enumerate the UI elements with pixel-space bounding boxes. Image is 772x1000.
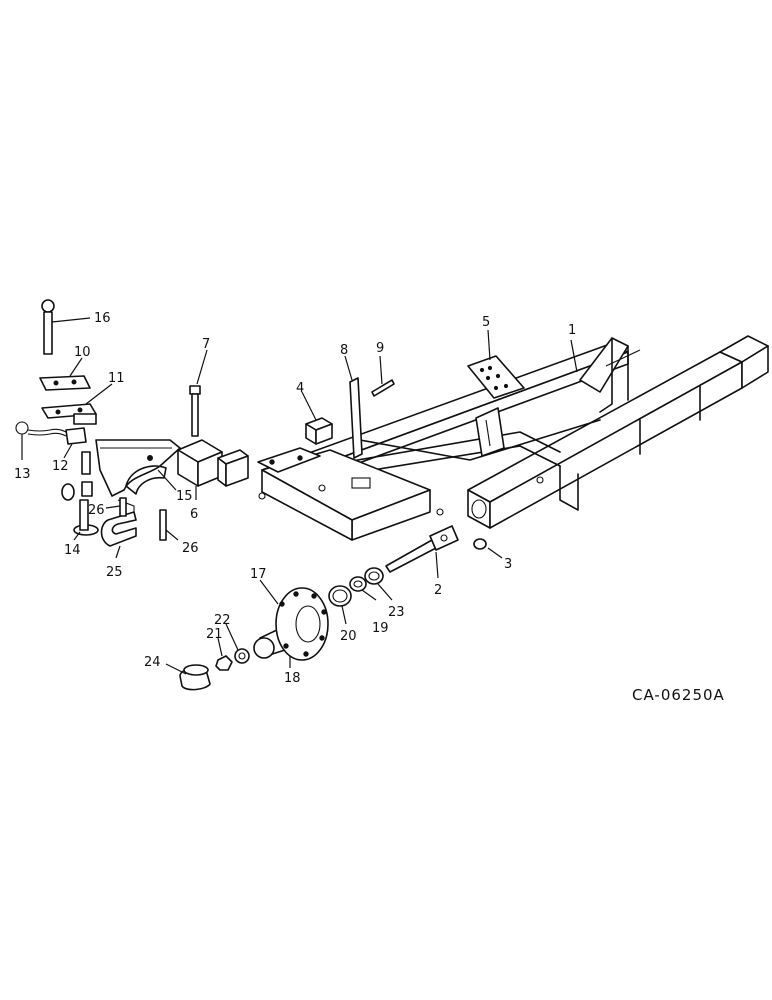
- stand-pin: [61, 451, 99, 536]
- wheel-hub: [253, 587, 329, 661]
- plate-10: [39, 375, 91, 391]
- mounting-plate: [467, 355, 525, 399]
- callout-1: 1: [568, 323, 576, 338]
- main-frame: [257, 335, 769, 541]
- callout-13: 13: [14, 467, 31, 482]
- bearing-19: [349, 576, 367, 592]
- spacer-blocks: [177, 439, 249, 487]
- leader-lines: [21, 317, 578, 675]
- block: [305, 417, 333, 445]
- callout-24: 24: [144, 655, 161, 670]
- cup-20: [328, 585, 352, 607]
- callout-18: 18: [284, 671, 301, 686]
- dust-cap: [179, 664, 211, 691]
- callout-26-upper: 26: [88, 503, 105, 518]
- callout-7: 7: [202, 337, 210, 352]
- callout-23: 23: [388, 605, 405, 620]
- bolt: [189, 385, 201, 437]
- callout-17: 17: [250, 567, 267, 582]
- callout-9: 9: [376, 341, 384, 356]
- callout-19: 19: [372, 621, 389, 636]
- callout-11: 11: [108, 371, 125, 386]
- seal-23: [364, 567, 384, 585]
- callout-21: 21: [206, 627, 223, 642]
- hitch-pin: [41, 299, 55, 355]
- callout-3: 3: [504, 557, 512, 572]
- callout-4: 4: [296, 381, 304, 396]
- washer-22: [234, 648, 250, 664]
- spindle: [385, 525, 459, 573]
- callout-16: 16: [94, 311, 111, 326]
- callout-8: 8: [340, 343, 348, 358]
- callout-5: 5: [482, 315, 490, 330]
- clevis: [95, 439, 181, 497]
- callout-6: 6: [190, 507, 198, 522]
- nut-3: [473, 538, 487, 550]
- callout-12: 12: [52, 459, 69, 474]
- callout-labels: 1 2 3 4 5 6 7 8 9 10 11 12 13 14 15 16 1…: [14, 311, 576, 686]
- safety-chain: [15, 421, 67, 437]
- nut-21: [215, 655, 233, 671]
- callout-15: 15: [176, 489, 193, 504]
- callout-2: 2: [434, 583, 442, 598]
- callout-20: 20: [340, 629, 357, 644]
- drawing-code: CA-06250A: [632, 686, 725, 704]
- clip-26b: [159, 509, 167, 541]
- callout-25: 25: [106, 565, 123, 580]
- bracket-12: [65, 427, 87, 445]
- vertical-bar: [349, 377, 363, 459]
- callout-10: 10: [74, 345, 91, 360]
- clip-26a: [119, 497, 127, 517]
- callout-26-lower: 26: [182, 541, 199, 556]
- plate-11: [41, 403, 97, 425]
- key: [371, 379, 395, 397]
- callout-22: 22: [214, 613, 231, 628]
- callout-14: 14: [64, 543, 81, 558]
- u-bracket: [100, 499, 137, 547]
